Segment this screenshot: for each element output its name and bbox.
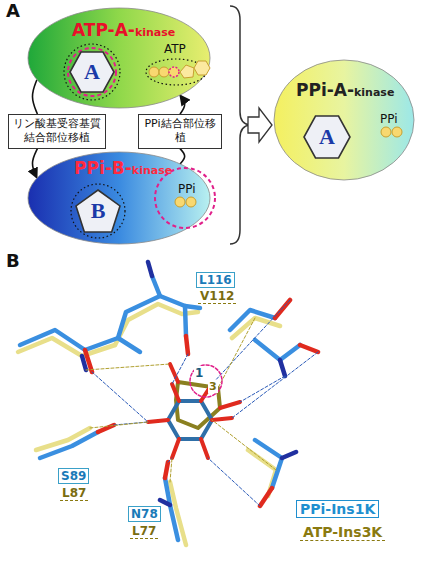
- enzyme-label: PPi-A-: [296, 80, 354, 100]
- molecule-label: ATP: [164, 42, 186, 56]
- adenine: [194, 61, 210, 75]
- connector-arrow: [180, 95, 185, 114]
- enzyme-blob: A ATP-A-kinase: [28, 8, 210, 108]
- callout-number: 1: [194, 366, 204, 380]
- enzyme-label: ATP-A-: [72, 20, 135, 40]
- ribose: [180, 65, 194, 78]
- enzyme-label: kinase: [354, 86, 394, 99]
- phosphate: [175, 197, 185, 207]
- phosphate: [169, 67, 179, 77]
- enzyme-outline: [28, 152, 210, 244]
- oxygen: [85, 300, 318, 506]
- substrate-hexagon: A: [70, 52, 114, 92]
- pocket-illustration: [71, 168, 215, 238]
- stick-ppi: [20, 330, 140, 352]
- bracket: [230, 6, 250, 244]
- enzyme-label: kinase: [132, 164, 172, 177]
- substrate-letter-box: A: [304, 116, 350, 158]
- connector-arrow: [180, 149, 185, 164]
- stick-ppi: [152, 276, 160, 296]
- residue-label: N78: [128, 506, 161, 522]
- molecule-structure: [18, 262, 318, 545]
- substrate-letter: A: [319, 124, 335, 150]
- enzyme-label: PPi-B-: [74, 158, 132, 178]
- molecule-label: PPi: [178, 182, 196, 196]
- h-bond: [92, 300, 318, 506]
- legend-swatch: ATP-Ins3K: [300, 524, 385, 541]
- nitrogen: [82, 262, 296, 505]
- process-box: PPi結合部位移植: [138, 114, 222, 149]
- ligand-ppi: [168, 401, 212, 439]
- big-arrow: [248, 108, 272, 142]
- substrate-letter-box: B: [76, 190, 120, 232]
- phosphate: [186, 197, 196, 207]
- substrate-letter: B: [91, 198, 106, 224]
- connector-arrow: [32, 80, 37, 114]
- dotted-circle: [71, 184, 125, 238]
- phosphate: [392, 127, 402, 137]
- phosphate: [149, 67, 159, 77]
- dashed-circle: [155, 168, 215, 228]
- molecule-label: PPi: [380, 112, 398, 126]
- pocket-illustration: [64, 44, 210, 100]
- phosphate: [159, 67, 169, 77]
- enzyme-name: PPi-A-kinase: [296, 80, 394, 100]
- box-text: PPi結合部位移植: [143, 117, 217, 146]
- enzyme-label: kinase: [135, 26, 175, 39]
- stick-ppi: [230, 310, 275, 330]
- residue-label: V112: [198, 289, 236, 304]
- connector-arrow: [32, 149, 37, 178]
- callout-number: 3: [208, 380, 218, 393]
- enzyme-blob: B PPi-B-kinase: [28, 152, 210, 244]
- residue-label: L116: [196, 272, 235, 288]
- panel-letter: B: [6, 250, 20, 272]
- legend-text: PPi-Ins1K: [300, 501, 375, 517]
- substrate-letter: A: [84, 59, 100, 85]
- enzyme-name: ATP-A-kinase: [72, 20, 175, 40]
- dotted-circle: [64, 44, 120, 100]
- legend-swatch: PPi-Ins1K: [296, 500, 379, 518]
- pocket-illustration: [381, 127, 402, 137]
- panel-letter: A: [6, 0, 20, 22]
- legend-text: ATP-Ins3K: [303, 524, 382, 540]
- substrate-letter-box: A: [70, 52, 114, 92]
- highlight-circle: [190, 365, 222, 397]
- substrate-hexagon: A: [304, 116, 350, 158]
- h-bond: [86, 318, 276, 482]
- phosphate: [381, 127, 391, 137]
- enzyme-outline: [274, 60, 414, 180]
- enzyme-name: PPi-B-kinase: [74, 158, 172, 178]
- box-text: リン酸基受容基質結合部位移植: [13, 117, 101, 146]
- residue-label: S89: [58, 468, 89, 484]
- stick-ppi: [185, 306, 186, 336]
- oxygen: [148, 364, 240, 458]
- stick-ppi: [165, 478, 178, 540]
- dashed-circle: [68, 48, 116, 96]
- residue-label: L77: [130, 524, 158, 539]
- process-box: リン酸基受容基質結合部位移植: [8, 114, 106, 149]
- stick-ppi: [118, 296, 200, 338]
- residue-label: L87: [60, 486, 88, 501]
- substrate-pentagon: B: [76, 190, 120, 232]
- stick-ppi: [255, 340, 300, 360]
- stick-ppi: [40, 432, 98, 458]
- enzyme-outline: [28, 8, 210, 108]
